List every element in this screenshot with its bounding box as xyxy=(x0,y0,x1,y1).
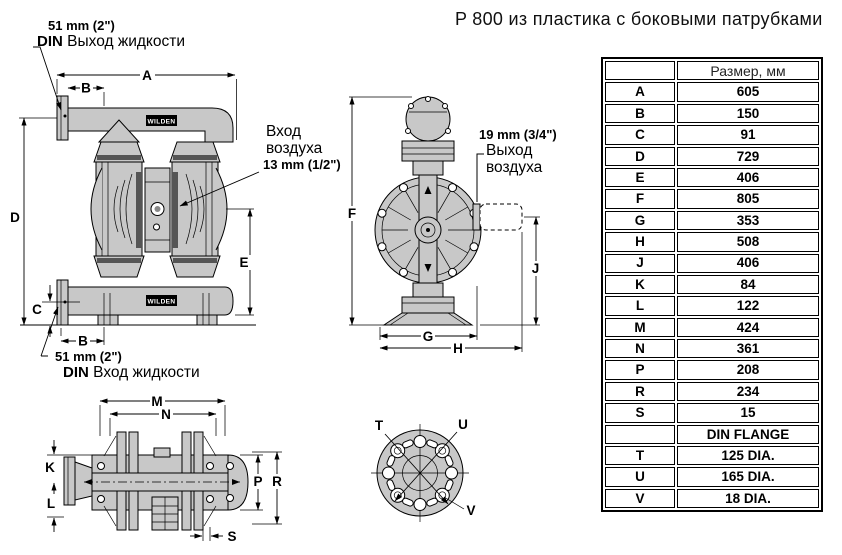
dim-label-m: M xyxy=(151,394,162,409)
dim-label-v: V xyxy=(466,503,475,518)
dim-label-b-bottom: B xyxy=(78,334,88,349)
liquid-outlet-standard: DIN xyxy=(37,33,63,50)
leader-liquid-inlet xyxy=(40,307,58,357)
leader-air-inlet xyxy=(179,171,260,207)
bottom-view-drawing: M N K xyxy=(45,394,284,544)
air-inlet-size: 13 mm (1/2") xyxy=(263,157,341,172)
side-view-drawing: F xyxy=(345,96,542,356)
air-outlet-callout: 19 mm (3/4") Выход воздуха xyxy=(479,127,557,176)
front-view-drawing: WILDEN WILDE xyxy=(10,46,260,357)
dim-label-l: L xyxy=(47,496,55,511)
brand-logo-bottom: WILDEN xyxy=(147,299,175,306)
dim-label-f: F xyxy=(348,206,356,221)
air-outlet-size: 19 mm (3/4") xyxy=(479,127,557,142)
liquid-outlet-label: Выход жидкости xyxy=(67,33,185,50)
din-flange-section-header: DIN FLANGE xyxy=(677,424,819,445)
liquid-inlet-standard: DIN xyxy=(63,364,89,381)
dim-label-p: P xyxy=(253,474,262,489)
leader-liquid-outlet xyxy=(33,46,62,111)
dim-label-a: A xyxy=(142,68,152,83)
dim-label-j: J xyxy=(532,261,540,276)
dim-label-u: U xyxy=(458,417,468,432)
liquid-inlet-label: Вход жидкости xyxy=(93,364,200,381)
air-inlet-label-2: воздуха xyxy=(266,140,323,157)
size-column-header: Размер, мм xyxy=(677,61,819,81)
dim-label-t: T xyxy=(375,418,384,433)
air-outlet-label-2: воздуха xyxy=(486,159,543,176)
liquid-inlet-callout: 51 mm (2") DIN Вход жидкости xyxy=(55,349,200,381)
dim-label-n: N xyxy=(161,407,171,422)
dim-label-h: H xyxy=(453,341,463,356)
flange-view-drawing: T U V xyxy=(371,417,476,522)
table-header-row: Размер, мм xyxy=(605,61,819,81)
liquid-outlet-size: 51 mm (2") xyxy=(48,18,115,33)
dim-label-k: K xyxy=(45,460,55,475)
dim-label-b-top: B xyxy=(81,81,91,96)
brand-logo-top: WILDEN xyxy=(147,119,175,126)
technical-drawing: WILDEN WILDE xyxy=(10,46,542,544)
table-section-row: DIN FLANGE xyxy=(605,424,819,445)
dim-label-d: D xyxy=(10,210,20,225)
air-outlet-label-1: Выход xyxy=(486,142,533,159)
dim-label-r: R xyxy=(272,474,282,489)
dim-label-e: E xyxy=(239,255,248,270)
liquid-inlet-size: 51 mm (2") xyxy=(55,349,122,364)
leader-air-outlet xyxy=(476,153,484,202)
air-inlet-label-1: Вход xyxy=(266,123,302,140)
page-title: P 800 из пластика с боковыми патрубками xyxy=(455,9,823,29)
air-inlet-callout: Вход воздуха 13 mm (1/2") xyxy=(263,123,341,172)
dim-label-c: C xyxy=(32,302,42,317)
liquid-outlet-callout: 51 mm (2") DIN Выход жидкости xyxy=(37,18,185,50)
dim-label-g: G xyxy=(423,329,434,344)
dim-label-s: S xyxy=(227,529,236,544)
